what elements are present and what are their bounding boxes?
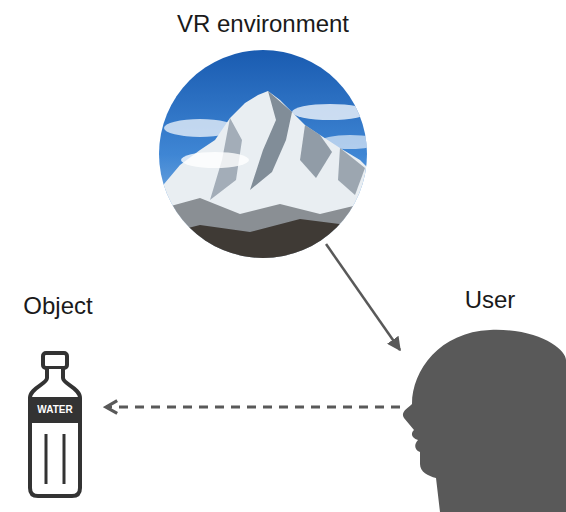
- foreground-ridge: [156, 219, 370, 260]
- mountain-shadow: [300, 125, 332, 178]
- solid-arrow: [326, 244, 400, 350]
- mountain-photo: [150, 40, 380, 270]
- node-heading: VR environment: [152, 10, 374, 38]
- bottle-body: [30, 369, 80, 496]
- mountain: [156, 91, 370, 260]
- bottle-line: [45, 434, 48, 484]
- cloud: [292, 104, 368, 120]
- sky: [150, 40, 380, 270]
- mountain-shadow: [338, 148, 365, 195]
- object-node: ObjectWATER: [10, 290, 106, 502]
- cloud: [181, 152, 249, 168]
- mountain-shadow: [250, 91, 292, 190]
- dashed-arrow: [106, 406, 400, 409]
- water-bottle-icon: [30, 353, 80, 496]
- user-node: User: [400, 282, 566, 512]
- node-heading: User: [450, 286, 530, 314]
- vr-environment-node: VR environment: [152, 6, 374, 262]
- head-silhouette: [403, 330, 566, 512]
- bottle-cap: [43, 353, 67, 368]
- rock-slope: [156, 198, 370, 260]
- bottle-label: WATER: [28, 403, 82, 417]
- bottle-line: [63, 434, 66, 484]
- node-heading: Object: [10, 292, 106, 320]
